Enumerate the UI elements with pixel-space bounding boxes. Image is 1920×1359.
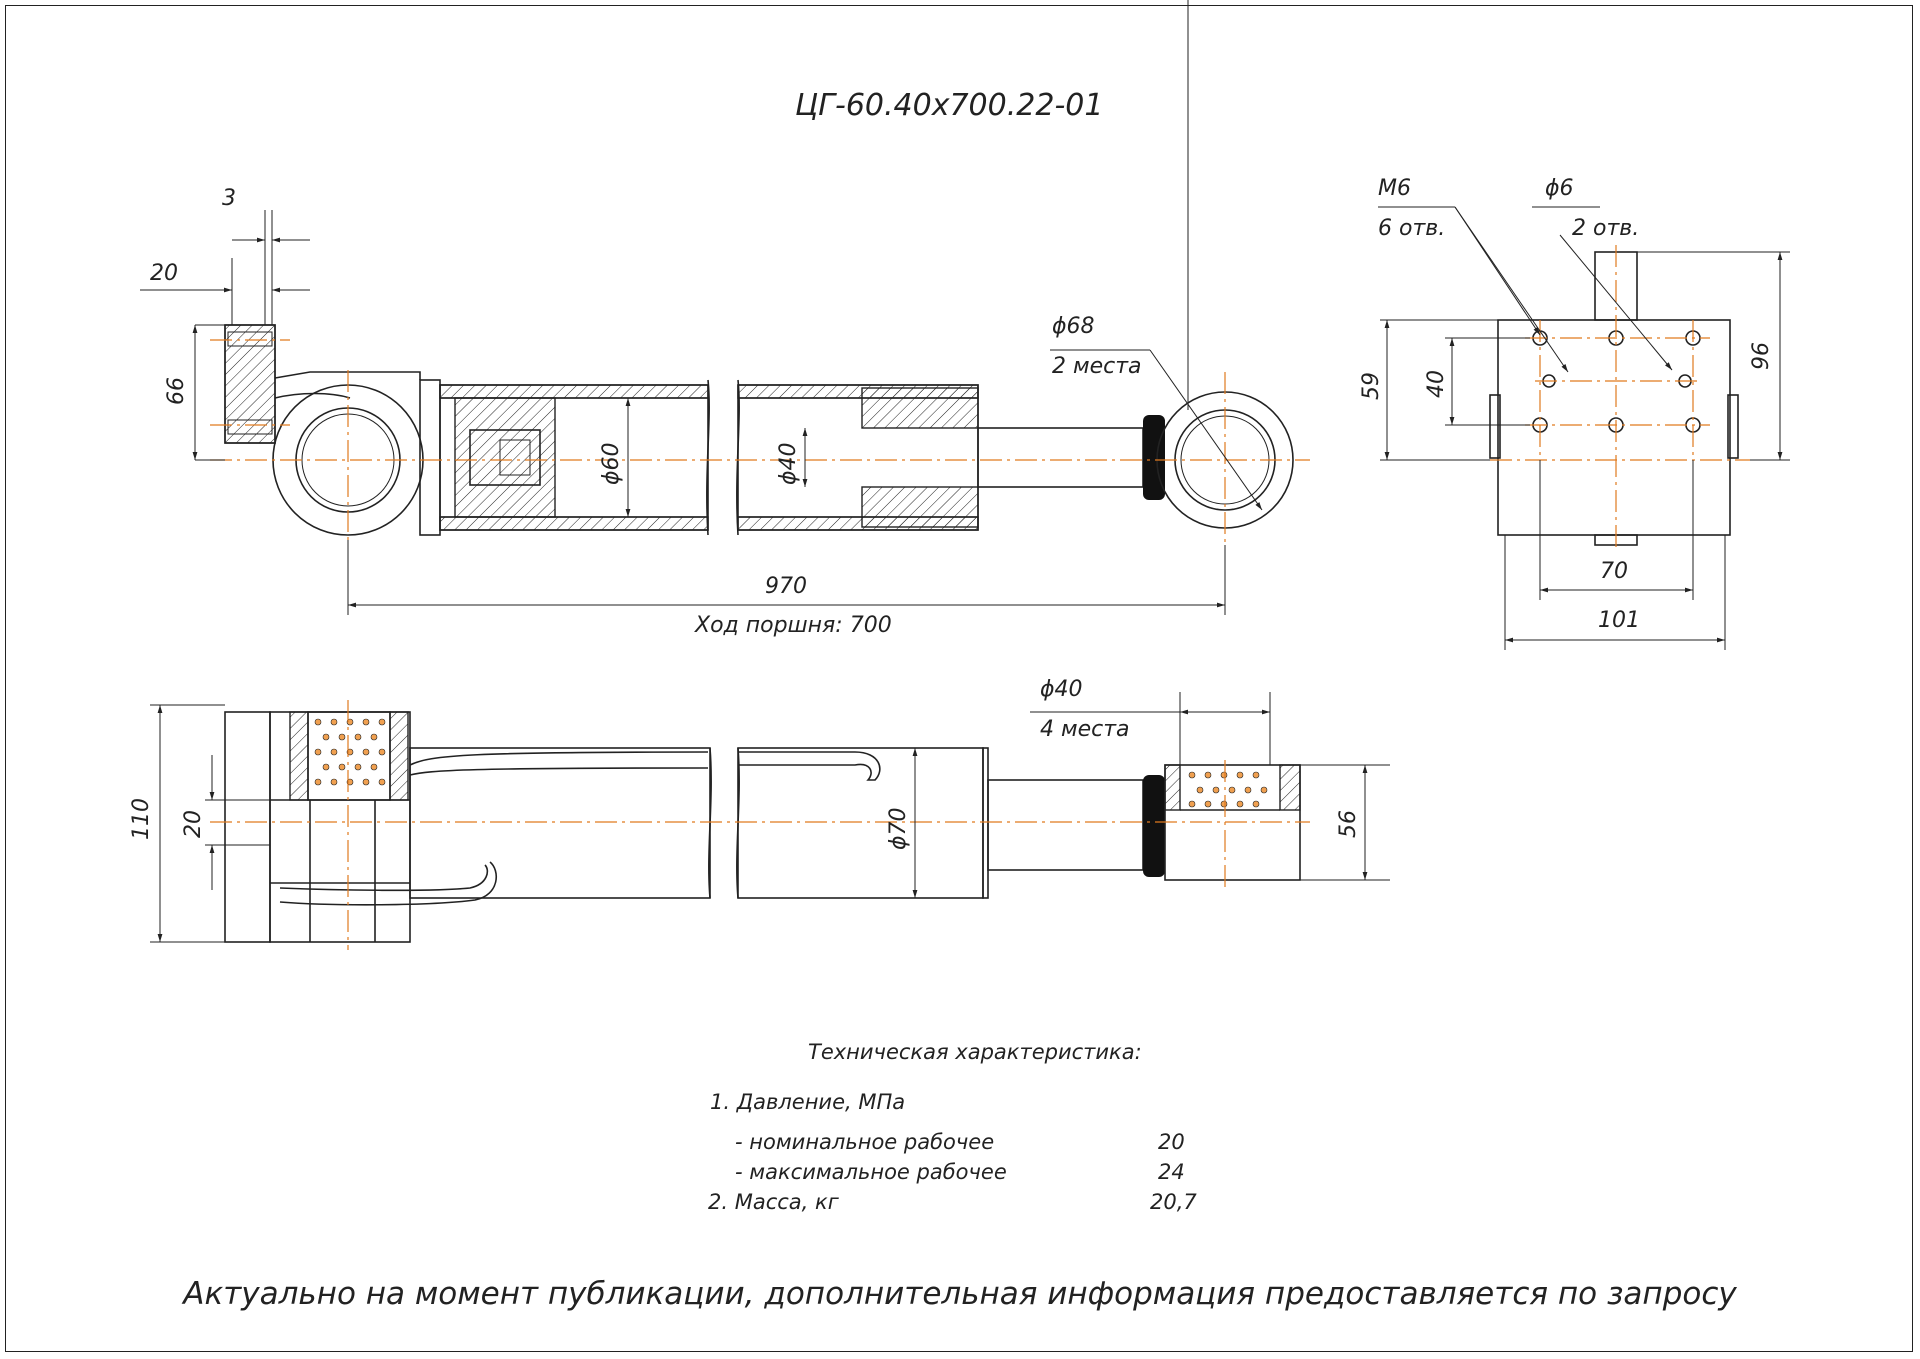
- dim-56: 56: [1336, 810, 1361, 838]
- dim-20-bottom: 20: [181, 810, 206, 838]
- drawing-frame: [5, 5, 1913, 1352]
- rod-boot: [1143, 415, 1165, 500]
- piston: [454, 397, 556, 518]
- spec-item1: 1. Давление, МПа: [710, 1090, 906, 1114]
- dim-phi68-note: 2 места: [1052, 354, 1142, 379]
- dim-66: 66: [164, 377, 189, 405]
- gland: [861, 387, 979, 429]
- top-view: 3 20 66 ϕ68 2 места ϕ60 ϕ40 970 Ход порш…: [140, 0, 1310, 638]
- dim-970: 970: [765, 574, 807, 599]
- dim-phi40-bottom: ϕ40: [1040, 677, 1083, 702]
- dim-phi70: ϕ70: [886, 807, 911, 850]
- dim-stroke: Ход поршня: 700: [694, 613, 892, 638]
- dim-phi40-bottom-note: 4 места: [1040, 717, 1130, 742]
- dim-20-top: 20: [150, 261, 178, 286]
- dim-96: 96: [1749, 342, 1774, 370]
- dim-3: 3: [222, 186, 236, 211]
- dim-phi60: ϕ60: [599, 442, 624, 485]
- rod: [977, 427, 1144, 488]
- bottom-view: 110 20 ϕ40 4 места ϕ70 56: [129, 677, 1390, 950]
- footer-note: Актуально на момент публикации, дополнит…: [183, 1276, 1737, 1312]
- spec-heading: Техническая характеристика:: [808, 1040, 1142, 1064]
- drawing-title: ЦГ-60.40х700.22-01: [795, 88, 1103, 123]
- dim-phi40-rod: ϕ40: [776, 442, 801, 485]
- dim-phi68: ϕ68: [1052, 314, 1095, 339]
- spec-mass-value: 20,7: [1150, 1190, 1197, 1214]
- dim-59: 59: [1359, 372, 1384, 400]
- dim-101: 101: [1598, 608, 1640, 633]
- dim-phi6-note: 2 отв.: [1572, 216, 1639, 241]
- dim-70-side: 70: [1600, 559, 1628, 584]
- spec-max-label: - максимальное рабочее: [735, 1160, 1007, 1184]
- rod-bottom: [987, 779, 1144, 871]
- dim-40-side: 40: [1424, 370, 1449, 398]
- dim-phi6: ϕ6: [1545, 176, 1574, 201]
- dim-m6: М6: [1378, 176, 1411, 201]
- dim-110: 110: [129, 798, 154, 840]
- perforation-pattern: [314, 718, 386, 786]
- spec-max-value: 24: [1158, 1160, 1185, 1184]
- side-view: М6 6 отв. ϕ6 2 отв. 59 40 96 70 101: [1359, 176, 1790, 650]
- rod-boot-bottom: [1143, 775, 1165, 877]
- dim-m6-note: 6 отв.: [1378, 216, 1445, 241]
- spec-nominal-value: 20: [1158, 1130, 1185, 1154]
- spec-nominal-label: - номинальное рабочее: [735, 1130, 995, 1154]
- spec-item2: 2. Масса, кг: [708, 1190, 839, 1214]
